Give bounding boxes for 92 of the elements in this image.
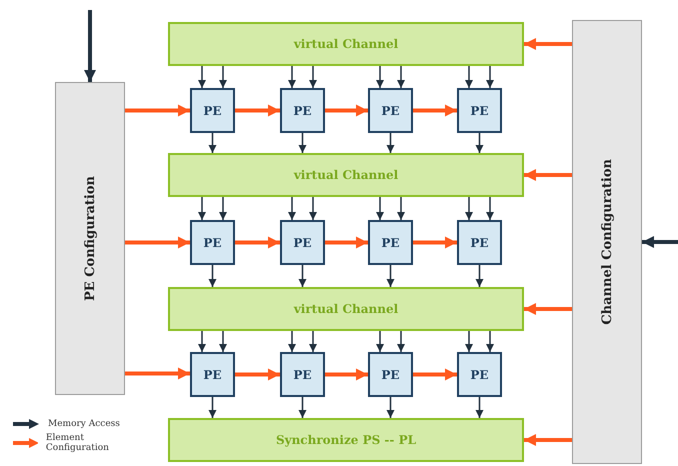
arrow [376,197,384,220]
processing-element-box [457,352,502,397]
arrow [325,368,368,380]
arrow [413,104,457,116]
arrow [298,397,306,418]
processing-element-box [368,220,413,265]
arrow [198,66,206,88]
arrow [298,265,306,287]
node-label: PE [470,104,489,118]
channel-bar [168,22,524,66]
arrow [125,368,190,380]
arrow [413,236,457,248]
node-label: Channel Configuration [600,159,614,325]
arrow [642,236,678,248]
node-label: PE [381,368,400,382]
arrow [486,331,494,352]
arrow [413,368,457,380]
processing-element-box [190,88,235,133]
node-label: PE [470,368,489,382]
arrow [397,66,405,88]
arrow [524,169,572,181]
arrow [125,236,190,248]
node-label: PE [203,104,222,118]
arrow [486,197,494,220]
arrow [198,331,206,352]
processing-element-box [190,220,235,265]
node-label: PE [203,236,222,250]
configuration-panel [572,20,642,464]
arrow [524,434,572,446]
node-label: PE Configuration [82,176,98,301]
legend-label: Memory Access [48,419,120,429]
configuration-panel [55,82,125,395]
node-label: PE [381,104,400,118]
node-label: virtual Channel [294,37,398,51]
processing-element-box [368,352,413,397]
channel-bar [168,287,524,331]
node-label: PE [293,368,312,382]
arrow [208,397,216,418]
arrow [386,133,394,153]
arrow [235,368,280,380]
node-label: PE [381,236,400,250]
processing-element-box [280,88,325,133]
processing-element-box [457,88,502,133]
arrow [125,104,190,116]
arrow [476,133,484,153]
arrow [84,10,96,82]
arrow [219,331,227,352]
node-label: Synchronize PS -- PL [276,433,416,447]
arrow [486,66,494,88]
arrow [397,197,405,220]
arrow [309,66,317,88]
arrow [524,38,572,50]
node-label: PE [203,368,222,382]
channel-bar [168,418,524,462]
arrow [208,133,216,153]
arrow [288,197,296,220]
arrow [325,236,368,248]
arrow [288,66,296,88]
arrow [219,197,227,220]
arrow [376,66,384,88]
arrow [198,197,206,220]
arrow [235,104,280,116]
arrow [386,397,394,418]
arrow [465,66,473,88]
node-label: virtual Channel [294,302,398,316]
arrow [397,331,405,352]
node-label: PE [293,104,312,118]
arrow [309,331,317,352]
node-label: PE [293,236,312,250]
processing-element-box [280,220,325,265]
node-label: virtual Channel [294,168,398,182]
processing-element-box [190,352,235,397]
arrow [476,265,484,287]
arrow [235,236,280,248]
arrow [386,265,394,287]
arrow [465,331,473,352]
node-label: PE [470,236,489,250]
arrow [524,303,572,315]
processing-element-box [457,220,502,265]
arrow [298,133,306,153]
legend-label: Element Configuration [46,433,110,453]
processing-element-box [368,88,413,133]
arrow [376,331,384,352]
arrow [309,197,317,220]
arrow [288,331,296,352]
arrow [476,397,484,418]
arrow [208,265,216,287]
channel-bar [168,153,524,197]
arrow [325,104,368,116]
processing-element-box [280,352,325,397]
arrow [219,66,227,88]
arrow [465,197,473,220]
